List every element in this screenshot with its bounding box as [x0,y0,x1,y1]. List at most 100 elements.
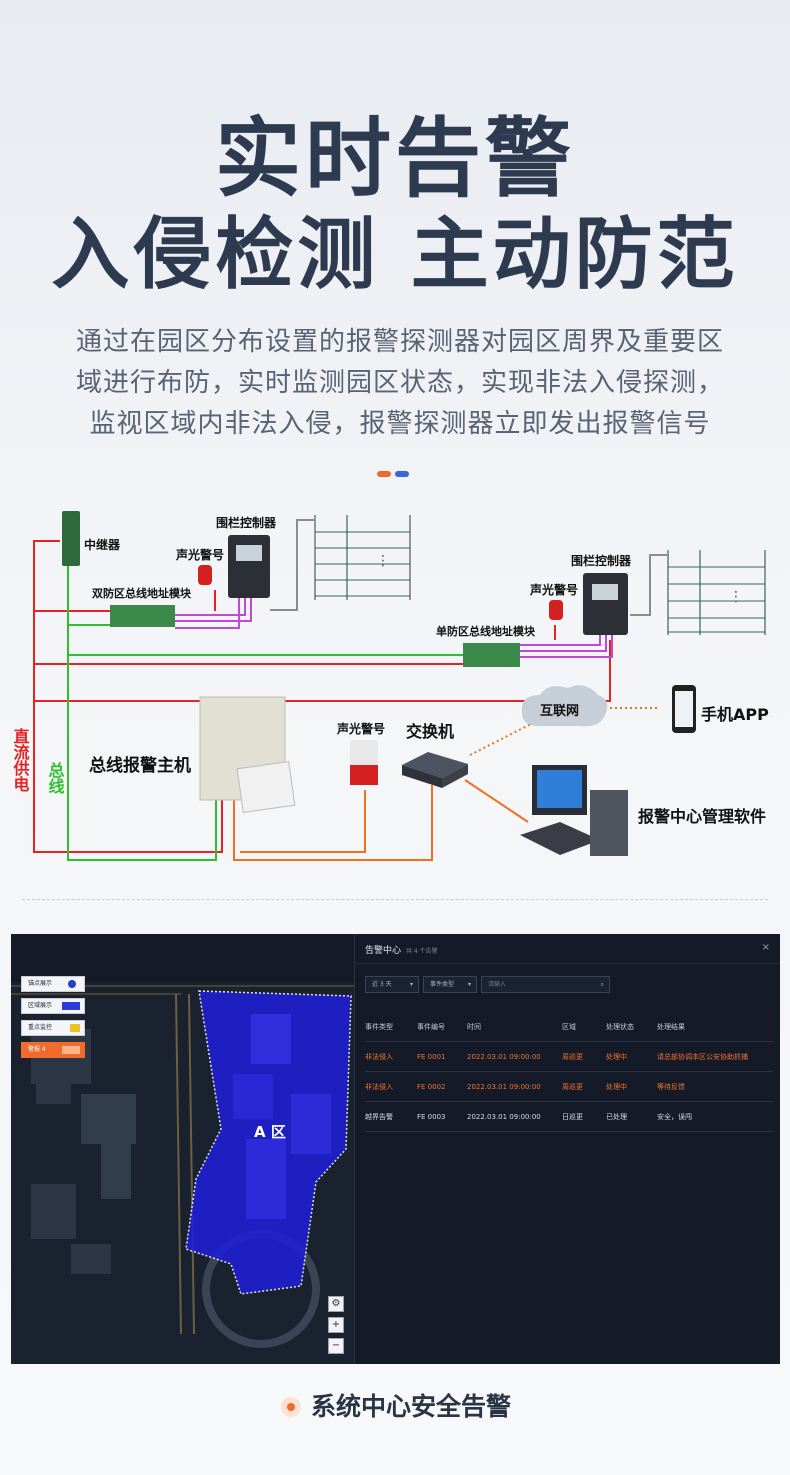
internet-cloud [521,685,608,727]
time-filter-value: 近 3 天 [372,981,392,988]
table-row[interactable]: 非法侵入 FE 0001 2022.03.01 09:00:00 周巡更 处理中… [365,1042,773,1072]
dual-zone-module-device [110,605,175,627]
cell: 2022.03.01 09:00:00 [467,1113,541,1121]
cell: 2022.03.01 09:00:00 [467,1083,541,1091]
map-view: 锚点展示 区域展示 重点监控 警报 4 A 区 ⚙ + − [11,934,354,1364]
search-placeholder: 请输入 [488,981,507,988]
area-icon [62,1002,80,1010]
single-zone-module-device [463,643,520,667]
cell: 非法侵入 [365,1083,393,1091]
label-siren-3: 声光警号 [336,721,385,736]
wire-bus [67,560,465,861]
dashed-separator [22,899,768,900]
label-bus-alarm-host: 总线报警主机 [89,755,191,776]
label-repeater: 中继器 [84,537,121,552]
keypad-device [236,761,296,813]
event-type-value: 事件类型 [430,981,455,988]
siren-1-device [198,565,212,585]
chevron-down-icon: ▾ [409,981,413,988]
panel-divider [355,963,780,964]
event-type-select[interactable]: 事件类型 ▾ [423,976,477,993]
intro-line: 域进行布防，实时监测园区状态，实现非法入侵探测， [75,368,724,398]
table-row[interactable]: 越界告警 FE 0003 2022.03.01 09:00:00 日巡更 已处理… [365,1102,773,1132]
cell: 周巡更 [562,1053,583,1061]
legend-camera-button[interactable]: 重点监控 [21,1020,85,1036]
wiring [33,519,668,861]
camera-icon [70,1024,80,1032]
cell: 周巡更 [562,1083,583,1091]
label-switch: 交换机 [406,722,454,741]
legend-anchor-button[interactable]: 锚点展示 [21,976,85,992]
intro-text: 通过在园区分布设置的报警探测器对园区周界及重要区 域进行布防，实时监测园区状态，… [30,322,770,445]
switch-device [402,752,468,778]
col-header: 事件编号 [417,1023,445,1031]
caption-content: 系统中心安全告警 [279,1390,511,1424]
fence-2-ellipsis: ⋮ [729,589,743,605]
panel-subtitle: 共 4 个告警 [406,948,438,955]
wire-network [233,779,529,861]
cell: FE 0001 [417,1053,446,1061]
cell: FE 0002 [417,1083,446,1091]
col-header: 处理结果 [657,1023,685,1031]
col-header: 处理状态 [606,1023,634,1031]
label-mobile-app: 手机APP [701,705,769,724]
label-bus: 总线 [46,761,65,795]
close-icon[interactable]: × [761,942,770,953]
label-siren-2: 声光警号 [529,582,578,597]
panel-title-text: 告警中心 [365,946,402,956]
cell: 非法侵入 [365,1053,393,1061]
fence-2 [667,550,766,635]
settings-icon[interactable]: ⚙ [328,1296,344,1312]
table-header: 事件类型 事件编号 时间 区域 处理状态 处理结果 [365,1012,773,1042]
col-header: 时间 [467,1023,481,1031]
search-icon[interactable]: ⌕ [600,981,604,988]
col-header: 事件类型 [365,1023,393,1031]
cell: 2022.03.01 09:00:00 [467,1053,541,1061]
cell: FE 0003 [417,1113,446,1121]
label-center-software: 报警中心管理软件 [638,807,766,826]
cell: 安全，误闯 [657,1113,692,1121]
hero-title: 实时告警 [215,109,575,209]
repeater-device [62,511,80,566]
panel-title: 告警中心共 4 个告警 [365,943,438,956]
zoom-in-button[interactable]: + [328,1317,344,1333]
cell: 处理中 [606,1083,627,1091]
cell: 请总部协调本区公安协助抓捕 [657,1053,748,1061]
divider-dot-blue [395,471,409,477]
search-input[interactable]: 请输入 ⌕ [481,976,610,993]
system-diagram: ⋮ ⋮ 中继器 围栏控制器 声光警号 双防区总线地址模块 围栏控制器 声光警号 … [11,511,769,861]
wire-signal [175,598,613,658]
zoom-out-button[interactable]: − [328,1338,344,1354]
label-fence-controller-2: 围栏控制器 [571,553,632,568]
label-internet: 互联网 [540,704,579,719]
cell: 已处理 [606,1113,627,1121]
label-single-zone-module: 单防区总线地址模块 [436,624,536,638]
wire-fence [270,519,668,616]
time-filter-select[interactable]: 近 3 天 ▾ [365,976,419,993]
legend-alarm-button[interactable]: 警报 4 [21,1042,85,1058]
caption-text: 系统中心安全告警 [310,1392,511,1421]
label-siren-1: 声光警号 [175,547,224,562]
fence-1 [314,515,411,600]
cell: 越界告警 [365,1113,393,1121]
caption: 系统中心安全告警 [0,1390,790,1424]
chevron-down-icon: ▾ [467,981,471,988]
map-canvas [11,934,354,1348]
pc-tower-device [590,790,628,856]
intro-line: 通过在园区分布设置的报警探测器对园区周界及重要区 [75,327,724,357]
alarm-icon [62,1046,80,1054]
legend-area-button[interactable]: 区域展示 [21,998,85,1014]
label-dual-zone-module: 双防区总线地址模块 [92,586,192,600]
legend-label: 锚点展示 [28,980,53,987]
fence-controller-1-device [228,535,270,598]
table-row[interactable]: 非法侵入 FE 0002 2022.03.01 09:00:00 周巡更 处理中… [365,1072,773,1102]
section-divider-dots [377,471,413,477]
fence-controller-2-device [583,573,628,635]
fence-1-ellipsis: ⋮ [376,553,390,569]
anchor-icon [68,980,76,988]
col-header: 区域 [562,1023,576,1031]
cell: 处理中 [606,1053,627,1061]
siren-2-device [549,600,563,620]
cell: 日巡更 [562,1113,583,1121]
label-fence-controller-1: 围栏控制器 [216,515,277,530]
